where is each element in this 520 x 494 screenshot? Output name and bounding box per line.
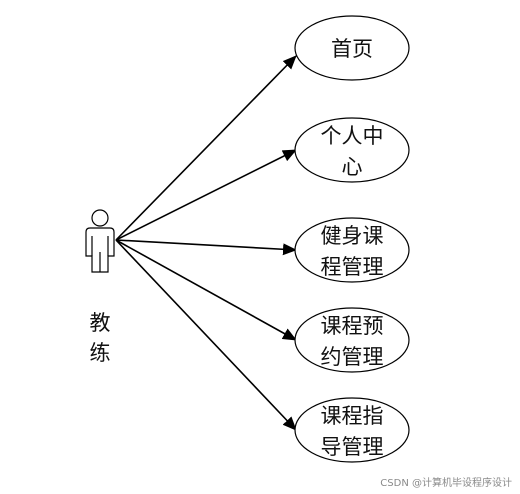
use-case-home[interactable]: 首页 [294, 15, 410, 81]
use-case-course-booking-management-label-line-2: 约管理 [321, 345, 384, 369]
use-case-course-booking-management-label-line-1: 课程预 [321, 314, 384, 338]
use-case-course-guidance-management-label-line-1: 课程指 [321, 404, 384, 428]
associations [115, 55, 297, 431]
use-case-fitness-course-management[interactable]: 健身课 程管理 [294, 217, 410, 283]
association-course-booking-management [115, 239, 297, 341]
association-course-guidance-management [115, 239, 297, 431]
actor-name-line-2: 练 [90, 341, 111, 365]
association-home [115, 55, 297, 241]
use-case-course-guidance-management-label-line-2: 导管理 [321, 435, 384, 459]
association-personal-center [115, 149, 297, 241]
use-case-personal-center[interactable]: 个人中 心 [294, 117, 410, 183]
actor-coach: 教 练 [85, 209, 115, 365]
watermark-text: CSDN @计算机毕设程序设计 [380, 476, 512, 489]
use-case-course-booking-management[interactable]: 课程预 约管理 [294, 307, 410, 373]
use-case-home-label: 首页 [331, 37, 373, 61]
actor-name-line-1: 教 [90, 311, 111, 335]
use-case-fitness-course-management-label-line-1: 健身课 [321, 224, 384, 248]
use-case-personal-center-label-line-2: 心 [342, 155, 363, 179]
use-case-personal-center-label-line-1: 个人中 [321, 124, 384, 148]
association-fitness-course-management [115, 239, 297, 256]
stick-figure-user-icon [85, 209, 115, 273]
use-case-fitness-course-management-label-line-2: 程管理 [321, 255, 384, 279]
use-case-course-guidance-management[interactable]: 课程指 导管理 [294, 397, 410, 463]
